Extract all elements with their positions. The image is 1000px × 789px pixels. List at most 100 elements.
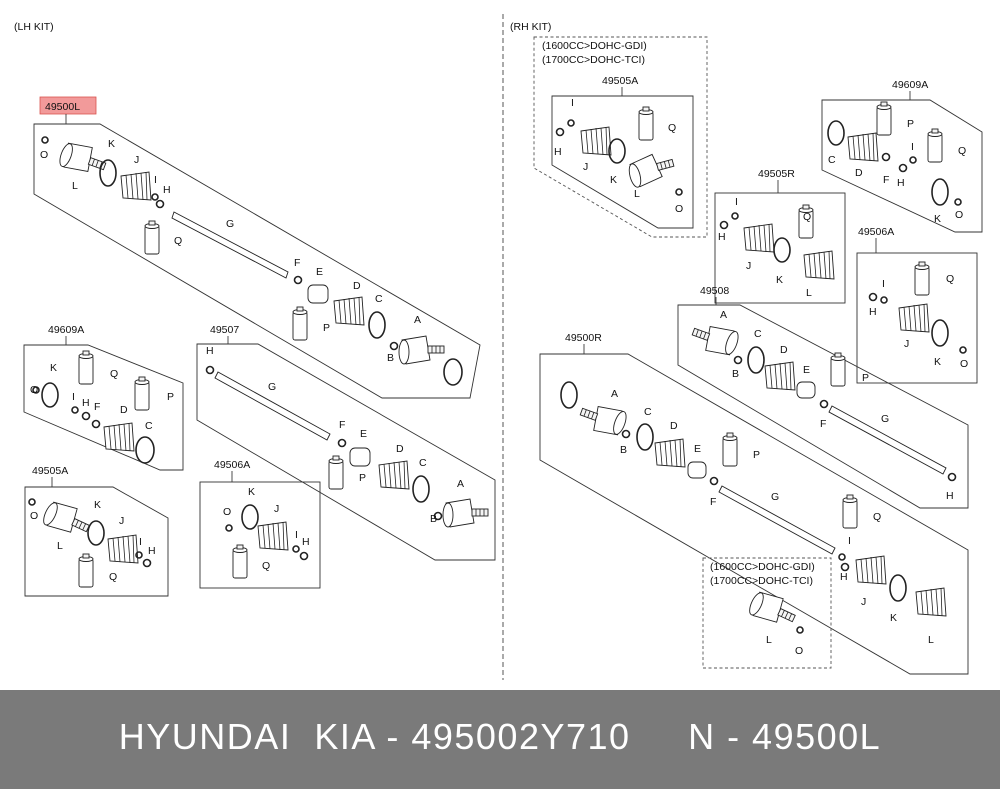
ring-f[interactable] [819, 399, 829, 409]
boot-j[interactable] [743, 223, 775, 253]
boot-d[interactable] [333, 296, 365, 326]
clip-o[interactable] [796, 626, 804, 634]
band-k[interactable] [241, 504, 259, 530]
shaft-g[interactable] [718, 485, 836, 555]
band-k[interactable] [41, 382, 59, 408]
ring-h[interactable] [299, 551, 309, 561]
boot-d[interactable] [654, 438, 686, 468]
clip-o[interactable] [32, 386, 40, 394]
assembly-number-49505a-lh[interactable]: 49505A [32, 465, 68, 477]
clip-o[interactable] [675, 188, 683, 196]
assembly-number-49506a-rh[interactable]: 49506A [858, 226, 894, 238]
grease-q[interactable] [144, 220, 160, 255]
outer-joint-l[interactable] [40, 496, 94, 543]
grease-q[interactable] [78, 553, 94, 588]
boot-l[interactable] [915, 587, 947, 617]
clip-o[interactable] [28, 498, 36, 506]
ring-f[interactable] [709, 476, 719, 486]
band-i[interactable] [71, 406, 79, 414]
inner-joint-l[interactable] [625, 149, 678, 189]
ring-f[interactable] [337, 438, 347, 448]
ring-h[interactable] [142, 558, 152, 568]
band-i[interactable] [151, 193, 159, 201]
shaft-g[interactable] [171, 211, 289, 279]
dust-cover[interactable] [560, 381, 578, 409]
grease-p[interactable] [876, 101, 892, 136]
band-c[interactable] [636, 423, 654, 451]
boot-j[interactable] [257, 521, 289, 551]
clip-b[interactable] [389, 341, 399, 351]
grease-q[interactable] [78, 350, 94, 385]
boot-j[interactable] [898, 303, 930, 333]
ring-h[interactable] [555, 127, 565, 137]
band-k[interactable] [931, 319, 949, 347]
ring-h[interactable] [868, 292, 878, 302]
band-k[interactable] [99, 159, 117, 187]
boot-j[interactable] [855, 555, 887, 585]
clip-b[interactable] [433, 511, 443, 521]
grease-q[interactable] [638, 106, 654, 141]
band-c[interactable] [747, 346, 765, 374]
boot-d[interactable] [103, 422, 135, 452]
band-i[interactable] [880, 296, 888, 304]
ring-h[interactable] [719, 220, 729, 230]
grease-q[interactable] [927, 128, 943, 163]
inner-joint-l[interactable] [746, 586, 800, 633]
ring-h[interactable] [898, 163, 908, 173]
band-c[interactable] [827, 120, 845, 146]
boot-j[interactable] [107, 534, 139, 564]
band-k[interactable] [87, 520, 105, 546]
ring-h[interactable] [840, 562, 850, 572]
assembly-number-49500r[interactable]: 49500R [565, 332, 602, 344]
clip-o[interactable] [41, 136, 49, 144]
band-k[interactable] [773, 237, 791, 263]
grease-p[interactable] [292, 306, 308, 341]
band-i[interactable] [731, 212, 739, 220]
part-number-highlight[interactable] [39, 96, 97, 115]
band-i[interactable] [838, 553, 846, 561]
assembly-number-49609a-rh[interactable]: 49609A [892, 79, 928, 91]
outer-joint-a[interactable] [398, 335, 445, 365]
band-k[interactable] [608, 138, 626, 164]
boot-d[interactable] [764, 361, 796, 391]
damper-e[interactable] [687, 461, 707, 479]
grease-q[interactable] [914, 261, 930, 296]
grease-q[interactable] [232, 544, 248, 579]
outer-joint-l[interactable] [56, 137, 110, 181]
assembly-number-49506a-lh[interactable]: 49506A [214, 459, 250, 471]
clip-o[interactable] [225, 524, 233, 532]
grease-p[interactable] [328, 455, 344, 490]
assembly-number-49508[interactable]: 49508 [700, 285, 729, 297]
boot-j[interactable] [580, 126, 612, 156]
shaft-g[interactable] [828, 405, 947, 475]
clip-b[interactable] [733, 355, 743, 365]
clip-o[interactable] [959, 346, 967, 354]
boot-l[interactable] [803, 250, 835, 280]
ring-f[interactable] [293, 275, 303, 285]
dust-cover[interactable] [443, 358, 463, 386]
assembly-number-49500l[interactable]: 49500L [45, 101, 80, 113]
outer-joint-a[interactable] [442, 498, 489, 528]
ring-h[interactable] [205, 365, 215, 375]
band-c[interactable] [412, 475, 430, 503]
band-i[interactable] [135, 551, 143, 559]
grease-p[interactable] [134, 376, 150, 411]
band-k[interactable] [889, 574, 907, 602]
assembly-number-49507[interactable]: 49507 [210, 324, 239, 336]
ring-f[interactable] [91, 419, 101, 429]
ring-h[interactable] [947, 472, 957, 482]
ring-h[interactable] [155, 199, 165, 209]
grease-p[interactable] [722, 432, 738, 467]
boot-d[interactable] [378, 460, 410, 490]
damper-e[interactable] [796, 381, 816, 399]
outer-joint-a[interactable] [576, 397, 630, 441]
boot-j[interactable] [120, 171, 152, 201]
band-i[interactable] [292, 545, 300, 553]
damper-e[interactable] [307, 284, 329, 304]
boot-d[interactable] [847, 132, 879, 162]
assembly-number-49505r[interactable]: 49505R [758, 168, 795, 180]
band-i[interactable] [567, 119, 575, 127]
band-c[interactable] [368, 311, 386, 339]
damper-e[interactable] [349, 447, 371, 467]
clip-b[interactable] [621, 429, 631, 439]
